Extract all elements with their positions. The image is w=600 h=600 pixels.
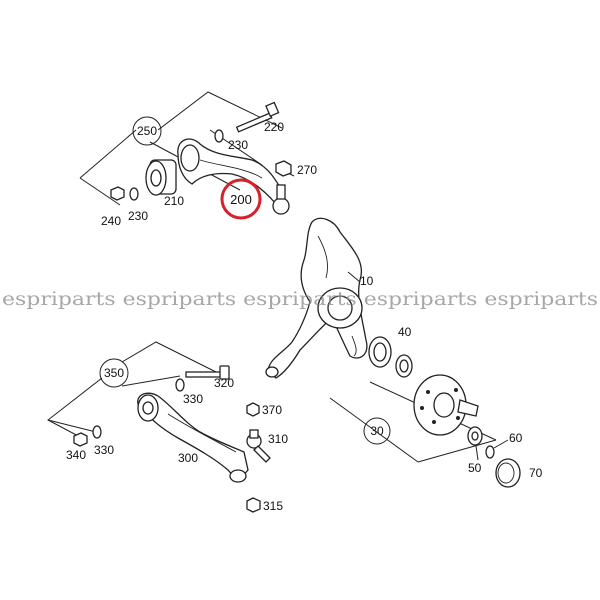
bearing-40-part [368,336,392,368]
label-240: 240 [101,214,121,228]
leader-250-top [157,91,283,131]
nut-370-part [246,402,260,417]
label-330-lower: 330 [94,443,114,457]
label-315: 315 [263,499,283,513]
nut-50-part [467,426,483,446]
cap-70-part [495,458,521,488]
leader-30-lower [329,397,419,463]
label-40: 40 [398,325,412,339]
label-220: 220 [264,120,284,134]
label-330-upper: 330 [183,392,203,406]
washer-230-upper [214,129,224,143]
nut-240-part [110,186,125,201]
seal-part [395,354,413,378]
leader-30-join [417,439,497,463]
leader-250-left [79,129,137,179]
leader-330-lower [47,419,97,433]
label-320: 320 [214,376,234,390]
label-50: 50 [468,461,482,475]
callout-circle-350 [99,358,129,388]
label-250: 250 [137,124,157,138]
label-10: 10 [360,274,374,288]
highlight-circle-200 [220,178,262,220]
nut-340-part [73,432,88,447]
bushing-210-part [145,159,177,196]
label-60: 60 [509,431,523,445]
watermark-text: espriparts espriparts espriparts espripa… [2,288,598,310]
label-300: 300 [178,451,198,465]
callout-circle-250 [132,116,162,146]
knuckle-10-part [265,217,368,379]
nut-270-part [275,160,292,177]
washer-60-part [485,445,495,459]
bolt-320-part [185,365,230,380]
bolt-220-part [235,101,280,133]
label-340: 340 [66,448,86,462]
label-70: 70 [529,466,543,480]
label-210: 210 [164,194,184,208]
label-230-lower: 230 [128,209,148,223]
washer-330-upper [175,378,185,392]
hub-group: 40 30 50 60 70 [329,325,543,488]
label-310: 310 [268,432,288,446]
lower-arm-group: 350 320 330 300 310 370 315 [47,341,288,513]
wheel-hub-part [413,374,479,436]
control-arm-300-part [137,392,249,483]
callout-circle-30 [363,417,391,445]
nut-315-part [246,497,261,513]
label-370: 370 [262,403,282,417]
label-270: 270 [297,163,317,177]
leader-350-top [121,341,221,375]
label-230-upper: 230 [228,138,248,152]
control-arm-200-part [177,138,290,215]
washer-330-lower [92,425,102,439]
leader-240 [79,177,121,206]
balljoint-310-part [246,429,271,463]
upper-arm-group: 250 220 230 270 210 230 240 200 [79,91,317,228]
label-30: 30 [370,424,384,438]
label-350: 350 [104,366,124,380]
washer-230-lower [129,187,139,201]
label-200: 200 [230,192,252,207]
leader-350-mid [121,375,181,387]
